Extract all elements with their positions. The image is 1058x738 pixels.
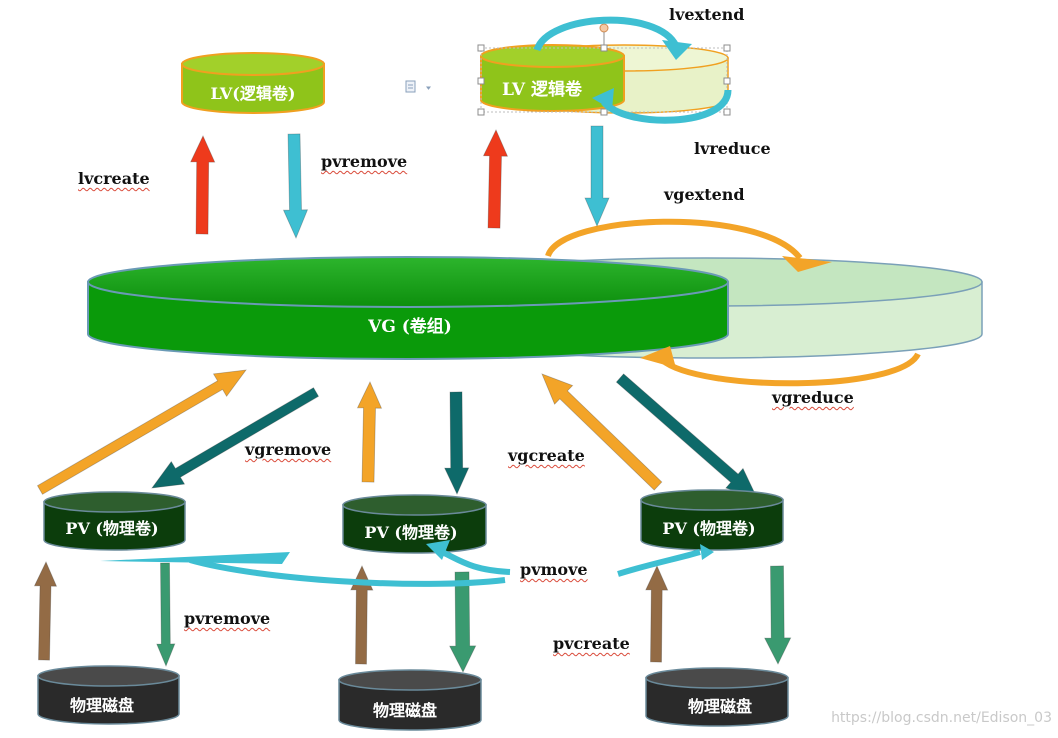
pvcreate-arrow-left xyxy=(33,561,58,661)
lvreduce-label: lvreduce xyxy=(694,139,771,158)
disk-mid-label: 物理磁盘 xyxy=(373,701,437,720)
lvextend-arrow xyxy=(533,16,692,60)
lv-left-label: LV(逻辑卷) xyxy=(211,84,296,103)
pvremove-arrow-left xyxy=(282,133,309,240)
pvremove-bottom-label: pvremove xyxy=(184,609,271,628)
pvremove-top-label: pvremove xyxy=(321,152,408,171)
pvmove-label: pvmove xyxy=(520,560,588,579)
disk-left-label: 物理磁盘 xyxy=(70,696,134,715)
vgremove-arrow-left xyxy=(151,387,320,489)
lv-left-cylinder xyxy=(181,52,325,114)
lv-right-cylinder xyxy=(480,44,625,112)
lvcreate-arrow-left xyxy=(190,135,216,235)
pv-left-cylinder xyxy=(43,491,186,551)
pvmove-arrow-right xyxy=(617,544,714,577)
lvreduce-arrow xyxy=(592,88,732,124)
pvremove-arrow-bottom-mid xyxy=(449,571,477,673)
pvcreate-arrow-mid xyxy=(350,565,374,665)
vgremove-arrow-mid xyxy=(444,391,470,495)
pv-left-to-vg-arrow xyxy=(36,369,247,495)
vgextend-label: vgextend xyxy=(664,185,745,204)
paste-options-icon[interactable] xyxy=(405,80,431,93)
pv-mid-to-vg-arrow xyxy=(356,381,383,483)
pvmove-arrow-mid xyxy=(426,540,511,575)
pvcreate-arrow-right xyxy=(645,565,669,663)
lv-to-vg-arrow-right xyxy=(584,125,610,228)
pvmove-arrow-left xyxy=(100,552,506,587)
pv-mid-label: PV (物理卷) xyxy=(364,523,457,542)
pvremove-arrow-bottom-right xyxy=(764,565,792,665)
vgcreate-arrow-right xyxy=(615,373,758,499)
vg-cylinder xyxy=(87,256,729,360)
vg-label: VG (卷组) xyxy=(367,316,452,337)
selection-box xyxy=(477,23,731,116)
disk-left-cylinder xyxy=(37,665,180,725)
lvcreate-label: lvcreate xyxy=(78,169,150,188)
disk-mid-cylinder xyxy=(338,669,482,731)
lv-right-label: LV 逻辑卷 xyxy=(502,79,583,100)
pv-right-cylinder xyxy=(640,489,784,551)
disk-right-cylinder xyxy=(645,667,789,727)
lvcreate-arrow-right xyxy=(482,129,509,229)
pvremove-arrow-bottom-left xyxy=(156,562,176,668)
vgreduce-label: vgreduce xyxy=(772,388,854,407)
vgcreate-label: vgcreate xyxy=(508,446,585,465)
pvcreate-label: pvcreate xyxy=(553,634,630,653)
pv-right-to-vg-arrow xyxy=(541,373,663,491)
lvextend-label: lvextend xyxy=(669,5,745,24)
vgextend-arrow xyxy=(545,218,832,272)
pv-right-label: PV (物理卷) xyxy=(662,519,755,538)
watermark: https://blog.csdn.net/Edison_03 xyxy=(831,710,1052,726)
vgremove-label: vgremove xyxy=(245,440,332,459)
pv-left-label: PV (物理卷) xyxy=(65,519,158,538)
pv-mid-cylinder xyxy=(342,494,487,554)
disk-right-label: 物理磁盘 xyxy=(688,697,752,716)
vgreduce-arrow xyxy=(640,346,921,387)
